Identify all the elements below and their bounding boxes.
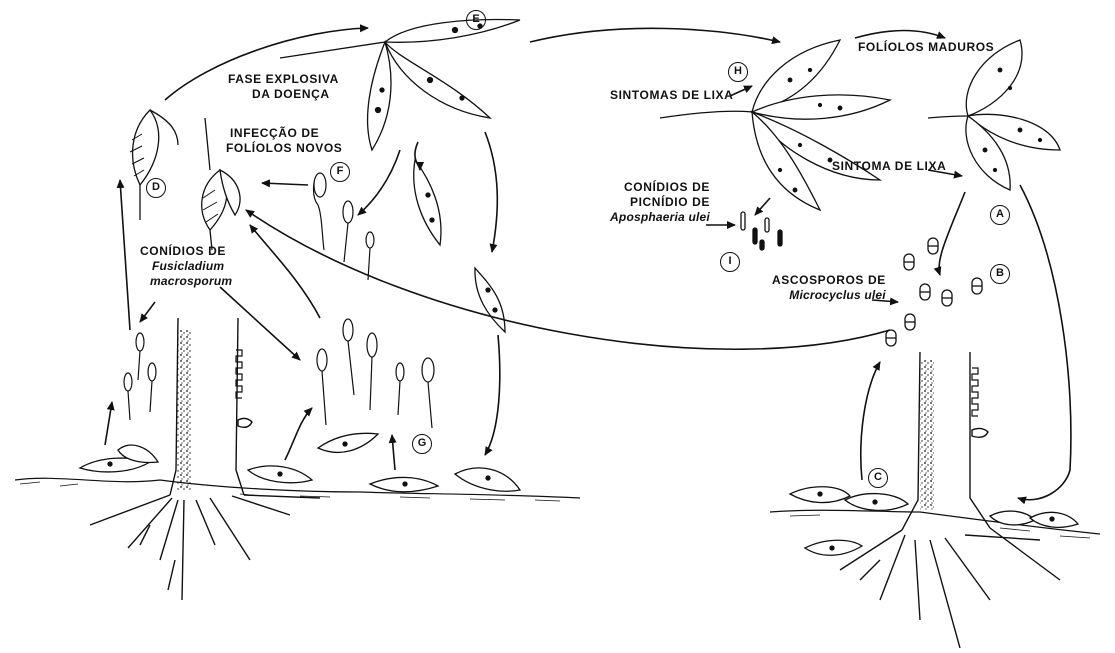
label-sintoma-lixa: SINTOMA DE LIXA	[832, 159, 946, 174]
label-fase-explosiva-line2: DA DOENÇA	[228, 87, 339, 102]
label-infeccao: INFECÇÃO DE FOLÍOLOS NOVOS	[230, 126, 342, 156]
label-ascosporos: ASCOSPOROS DE Microcyclus ulei	[772, 273, 886, 303]
label-conidios-picnidio: CONÍDIOS DE PICNÍDIO DE Aposphaeria ulei	[606, 180, 710, 225]
label-conidios-picn-line1: CONÍDIOS DE	[606, 180, 710, 195]
stage-marker-f: F	[330, 162, 350, 182]
label-fase-explosiva-line1: FASE EXPLOSIVA	[228, 72, 339, 87]
label-conidios-fusicladium: CONÍDIOS DE Fusicladium macrosporum	[140, 244, 232, 289]
conidia	[124, 173, 434, 428]
label-ascosporos-line1: ASCOSPOROS DE	[772, 273, 886, 288]
stage-marker-d: D	[146, 178, 166, 198]
stage-marker-e: E	[466, 10, 486, 30]
label-conidios-fusi-line3: macrosporum	[140, 274, 232, 289]
stage-marker-i: I	[720, 252, 740, 272]
label-infeccao-line2: FOLÍOLOS NOVOS	[226, 141, 342, 156]
stage-marker-h: H	[728, 62, 748, 82]
stage-marker-b: B	[990, 264, 1010, 284]
label-sintomas-lixa: SINTOMAS DE LIXA	[610, 88, 733, 103]
stage-marker-a: A	[990, 205, 1010, 225]
label-foliolos-maduros: FOLÍOLOS MADUROS	[858, 40, 994, 55]
stage-marker-c: C	[868, 468, 888, 488]
label-ascosporos-line2: Microcyclus ulei	[768, 288, 886, 303]
label-fase-explosiva: FASE EXPLOSIVA DA DOENÇA	[228, 72, 339, 102]
label-conidios-picn-line3: Aposphaeria ulei	[582, 210, 710, 225]
label-conidios-picn-line2: PICNÍDIO DE	[606, 195, 710, 210]
stage-marker-g: G	[412, 434, 432, 454]
label-infeccao-line1: INFECÇÃO DE	[230, 126, 342, 141]
label-conidios-fusi-line1: CONÍDIOS DE	[140, 244, 232, 259]
label-conidios-fusi-line2: Fusicladium	[140, 259, 232, 274]
